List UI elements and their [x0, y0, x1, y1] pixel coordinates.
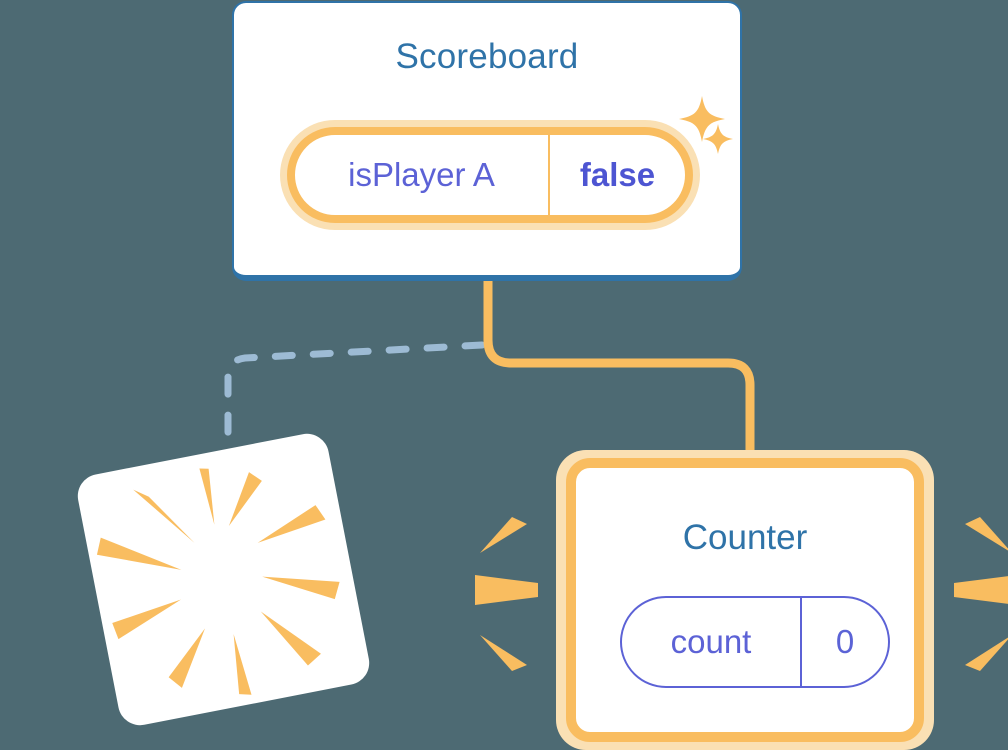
counter-card[interactable]: Counter count 0 — [566, 458, 924, 742]
sparkle-small-icon — [703, 124, 733, 154]
counter-state-value: 0 — [835, 623, 855, 660]
scoreboard-title: Scoreboard — [395, 37, 579, 76]
blank-card[interactable] — [74, 430, 373, 729]
counter-left-burst-icon — [475, 517, 538, 671]
scoreboard-state-key: isPlayer A — [295, 135, 550, 215]
sparkle-large-icon — [679, 96, 725, 142]
burst-rays-icon — [96, 468, 340, 695]
counter-state-key: count — [622, 598, 802, 686]
scoreboard-card[interactable]: Scoreboard isPlayer A false — [232, 1, 742, 281]
connector-solid-scoreboard-to-counter — [483, 281, 755, 462]
counter-right-burst-icon — [954, 517, 1008, 671]
scoreboard-state-value: false — [579, 156, 656, 193]
counter-state-pill[interactable]: count 0 — [620, 596, 890, 688]
scoreboard-state-pill[interactable]: isPlayer A false — [280, 120, 700, 230]
counter-title: Counter — [682, 518, 808, 557]
pill-body[interactable]: isPlayer A false — [287, 127, 693, 223]
